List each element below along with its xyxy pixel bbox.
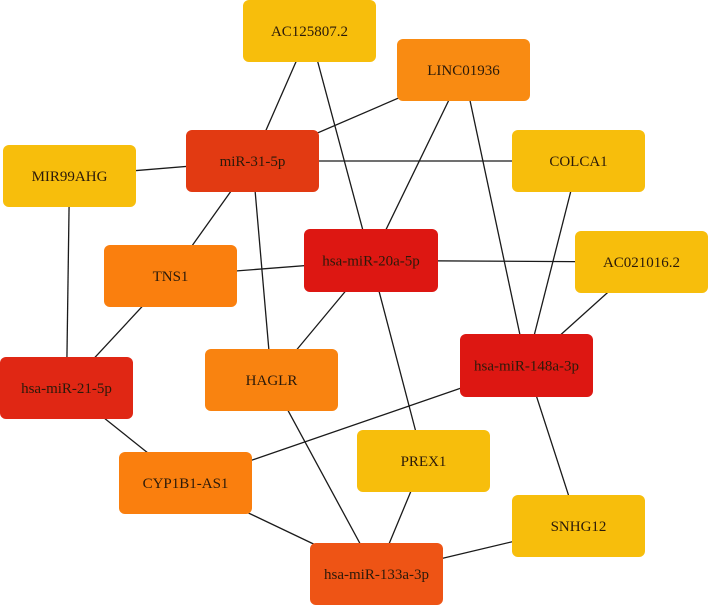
node-box[interactable]: [397, 39, 530, 101]
node-box[interactable]: [205, 349, 338, 411]
node-hsa-miR-133a-3p[interactable]: hsa-miR-133a-3p: [310, 543, 443, 605]
edge-HAGLR-hsa-miR-133a-3p: [270, 379, 378, 575]
node-box[interactable]: [3, 145, 136, 207]
node-box[interactable]: [310, 543, 443, 605]
node-box[interactable]: [104, 245, 237, 307]
node-label: hsa-miR-148a-3p: [474, 359, 579, 375]
node-hsa-miR-148a-3p[interactable]: hsa-miR-148a-3p: [460, 334, 593, 397]
node-box[interactable]: [243, 0, 376, 62]
node-box[interactable]: [357, 430, 490, 492]
node-label: SNHG12: [551, 519, 607, 535]
node-box[interactable]: [460, 334, 593, 397]
edge-MIR99AHG-hsa-miR-21-5p: [65, 175, 71, 389]
node-COLCA1[interactable]: COLCA1: [512, 130, 645, 192]
node-TNS1[interactable]: TNS1: [104, 245, 237, 307]
node-label: hsa-miR-133a-3p: [324, 567, 429, 583]
node-label: miR-31-5p: [220, 154, 286, 170]
edge-COLCA1-hsa-miR-148a-3p: [525, 160, 580, 366]
node-label: COLCA1: [549, 154, 607, 170]
node-label: AC021016.2: [603, 255, 680, 271]
node-MIR99AHG[interactable]: MIR99AHG: [3, 145, 136, 207]
node-SNHG12[interactable]: SNHG12: [512, 495, 645, 557]
node-miR-31-5p[interactable]: miR-31-5p: [186, 130, 319, 192]
node-box[interactable]: [512, 130, 645, 192]
edge-AC125807.2-hsa-miR-20a-5p: [308, 30, 372, 261]
edge-miR-31-5p-HAGLR: [251, 160, 273, 381]
node-CYP1B1-AS1[interactable]: CYP1B1-AS1: [119, 452, 252, 514]
edge-LINC01936-hsa-miR-20a-5p: [370, 69, 465, 261]
node-label: CYP1B1-AS1: [143, 476, 229, 492]
node-AC021016.2[interactable]: AC021016.2: [575, 231, 708, 293]
node-label: hsa-miR-20a-5p: [322, 254, 419, 270]
node-AC125807.2[interactable]: AC125807.2: [243, 0, 376, 62]
node-label: HAGLR: [246, 373, 298, 389]
node-hsa-miR-21-5p[interactable]: hsa-miR-21-5p: [0, 357, 133, 419]
node-HAGLR[interactable]: HAGLR: [205, 349, 338, 411]
edge-LINC01936-hsa-miR-148a-3p: [462, 69, 528, 366]
node-LINC01936[interactable]: LINC01936: [397, 39, 530, 101]
node-label: AC125807.2: [271, 24, 348, 40]
node-box[interactable]: [575, 231, 708, 293]
node-label: MIR99AHG: [32, 169, 108, 185]
edge-hsa-miR-20a-5p-PREX1: [370, 260, 425, 462]
node-box[interactable]: [512, 495, 645, 557]
node-box[interactable]: [304, 229, 438, 292]
node-box[interactable]: [119, 452, 252, 514]
node-label: PREX1: [401, 454, 447, 470]
node-PREX1[interactable]: PREX1: [357, 430, 490, 492]
node-hsa-miR-20a-5p[interactable]: hsa-miR-20a-5p: [304, 229, 438, 292]
node-box[interactable]: [186, 130, 319, 192]
node-box[interactable]: [0, 357, 133, 419]
node-label: TNS1: [153, 269, 189, 285]
node-label: LINC01936: [427, 63, 500, 79]
node-label: hsa-miR-21-5p: [21, 381, 112, 397]
